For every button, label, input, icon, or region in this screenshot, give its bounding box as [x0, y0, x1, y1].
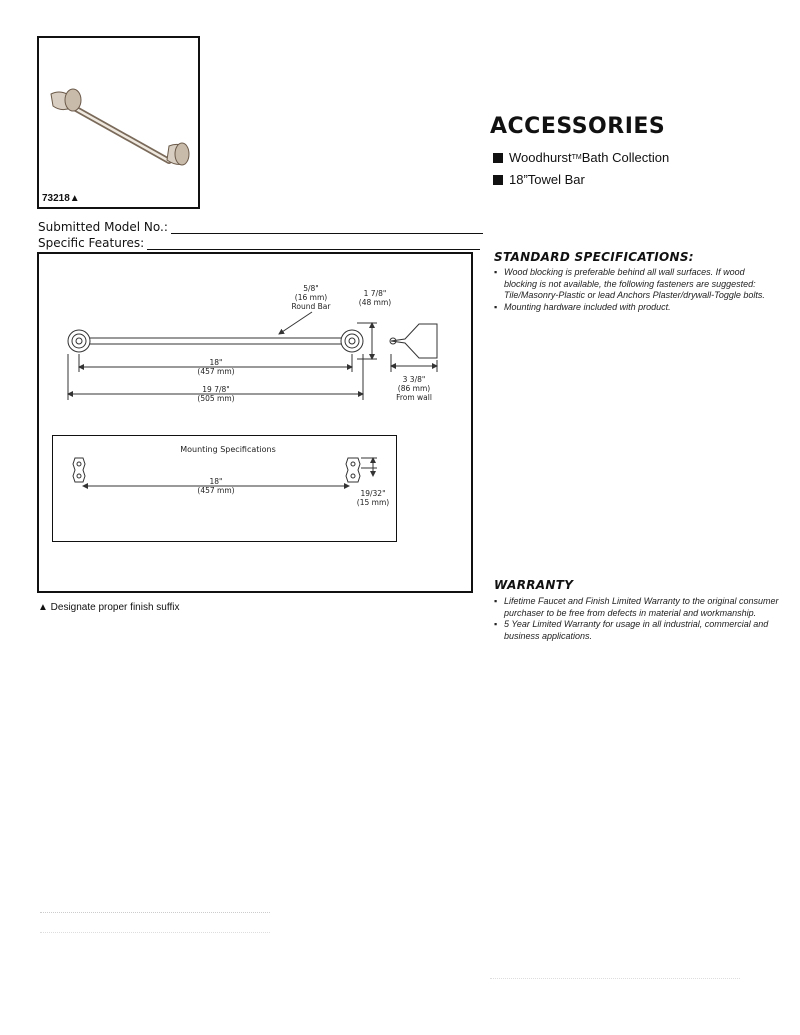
- model-number: 73218▲: [42, 193, 80, 204]
- technical-drawing: 5/8" (16 mm) Round Bar 1 7/8" (48 mm) 18…: [37, 252, 473, 593]
- submitted-model-label: Submitted Model No.:: [38, 220, 168, 234]
- mount-center-dim-1: 18": [210, 477, 223, 486]
- projection-dim-1: 3 3/8": [403, 375, 426, 384]
- square-bullet-icon: [493, 174, 503, 185]
- mount-center-dim-2: (457 mm): [197, 486, 234, 495]
- trademark-sup: TM: [571, 154, 582, 161]
- mounting-title: Mounting Specifications: [180, 445, 276, 454]
- feature-collection-name: Woodhurst: [509, 150, 572, 165]
- round-bar-dim-3: Round Bar: [292, 302, 332, 311]
- height-dim-1: 1 7/8": [364, 289, 387, 298]
- product-image-box: 73218▲: [37, 36, 200, 209]
- center-dim-1: 18": [210, 358, 223, 367]
- round-bar-dim-1: 5/8": [303, 284, 319, 293]
- standard-specs-list: Wood blocking is preferable behind all w…: [494, 267, 779, 313]
- scan-artifact: [40, 932, 270, 934]
- warranty-title: WARRANTY: [494, 578, 574, 592]
- dimension-diagram: 5/8" (16 mm) Round Bar 1 7/8" (48 mm) 18…: [67, 284, 438, 403]
- mounting-diagram: Mounting Specifications 18" (457 mm) 19/…: [72, 445, 389, 507]
- list-item: 5 Year Limited Warranty for usage in all…: [494, 619, 779, 642]
- center-dim-2: (457 mm): [197, 367, 234, 376]
- specific-features-label: Specific Features:: [38, 236, 145, 250]
- submitted-model-line: [170, 221, 483, 234]
- square-bullet-icon: [493, 152, 503, 163]
- list-item: Mounting hardware included with product.: [494, 302, 779, 314]
- feature-product-name: 18”Towel Bar: [509, 172, 585, 187]
- towel-bar-product-image: [50, 88, 190, 166]
- projection-dim-2: (86 mm): [398, 384, 430, 393]
- mount-offset-dim-1: 19/32": [360, 489, 385, 498]
- feature-product: 18”Towel Bar: [493, 172, 585, 187]
- overall-dim-2: (505 mm): [197, 394, 234, 403]
- overall-dim-1: 19 7/8": [202, 385, 229, 394]
- height-dim-2: (48 mm): [359, 298, 391, 307]
- finish-note: ▲ Designate proper finish suffix: [38, 602, 180, 613]
- mounting-specifications-box: Mounting Specifications 18" (457 mm) 19/…: [52, 435, 397, 542]
- mount-offset-dim-2: (15 mm): [357, 498, 389, 507]
- specific-features-line: [147, 237, 481, 250]
- projection-dim-3: From wall: [396, 393, 432, 402]
- submitted-model-row: Submitted Model No.:: [38, 220, 483, 234]
- feature-collection-suffix: Bath Collection: [581, 150, 670, 165]
- list-item: Wood blocking is preferable behind all w…: [494, 267, 779, 302]
- list-item: Lifetime Faucet and Finish Limited Warra…: [494, 596, 779, 619]
- warranty-list: Lifetime Faucet and Finish Limited Warra…: [494, 596, 779, 642]
- page-title: ACCESSORIES: [490, 114, 666, 139]
- scan-artifact: [40, 912, 270, 914]
- specific-features-row: Specific Features:: [38, 236, 481, 250]
- standard-specs-title: STANDARD SPECIFICATIONS:: [494, 250, 694, 264]
- round-bar-dim-2: (16 mm): [295, 293, 327, 302]
- scan-artifact: [490, 978, 740, 980]
